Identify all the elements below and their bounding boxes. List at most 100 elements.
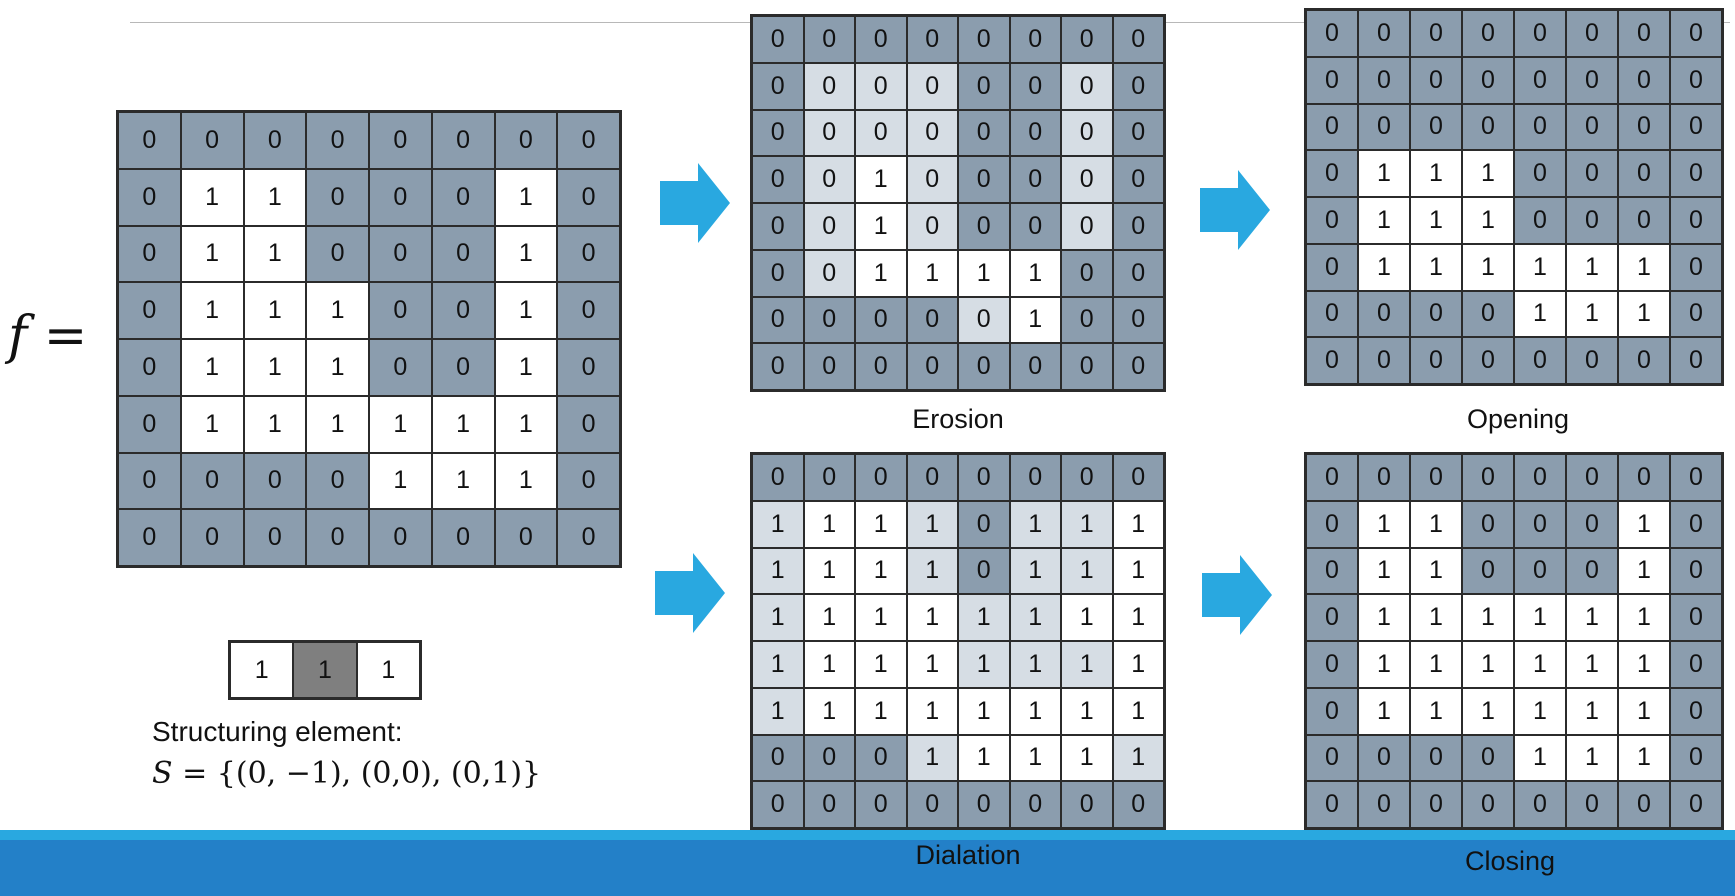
closing-cell-r0-c7: 0 (1670, 454, 1722, 501)
opening-cell-r5-c6: 1 (1618, 243, 1670, 291)
opening-cell-r4-c2: 1 (1410, 197, 1462, 244)
opening-cell-r7-c0: 0 (1306, 337, 1358, 384)
input-cell-r0-c1: 0 (180, 112, 244, 169)
input-cell-r5-c5: 1 (431, 395, 495, 453)
dilation-cell-r1-c1: 1 (803, 500, 855, 548)
opening-cell-r7-c7: 0 (1670, 337, 1722, 384)
closing-cell-r5-c7: 0 (1670, 687, 1722, 735)
dilation-cell-r3-c6: 1 (1061, 594, 1113, 641)
closing-cell-r3-c0: 0 (1306, 594, 1358, 641)
se-cell-1: 1 (293, 642, 357, 698)
footer-band (0, 830, 1735, 896)
input-cell-r5-c7: 0 (557, 395, 620, 453)
opening-cell-r6-c7: 0 (1670, 290, 1722, 338)
structuring-element-formula: S = {(0, −1), (0,0), (0,1)} (152, 756, 541, 791)
dilation-cell-r0-c7: 0 (1112, 454, 1164, 501)
closing-cell-r7-c7: 0 (1670, 781, 1722, 828)
erosion-cell-r1-c6: 0 (1061, 62, 1113, 110)
opening-cell-r6-c5: 1 (1566, 290, 1618, 338)
closing-cell-r2-c1: 1 (1358, 547, 1410, 595)
dilation-cell-r2-c3: 1 (906, 547, 958, 595)
closing-cell-r1-c1: 1 (1358, 500, 1410, 548)
f-symbol: f (8, 306, 28, 366)
erosion-cell-r7-c2: 0 (855, 343, 907, 390)
erosion-cell-r3-c2: 1 (855, 156, 907, 203)
input-cell-r4-c6: 1 (494, 339, 558, 396)
closing-cell-r4-c2: 1 (1410, 641, 1462, 688)
erosion-cell-r5-c4: 1 (958, 249, 1010, 297)
erosion-cell-r6-c3: 0 (906, 296, 958, 344)
dilation-cell-r2-c2: 1 (855, 547, 907, 595)
erosion-cell-r7-c4: 0 (958, 343, 1010, 390)
arrow-to-erosion-icon (660, 163, 730, 243)
closing-cell-r2-c5: 0 (1566, 547, 1618, 595)
opening-cell-r0-c6: 0 (1618, 10, 1670, 57)
input-cell-r4-c2: 1 (243, 339, 307, 396)
opening-cell-r3-c3: 1 (1462, 150, 1514, 197)
closing-cell-r7-c5: 0 (1566, 781, 1618, 828)
opening-cell-r0-c1: 0 (1358, 10, 1410, 57)
opening-cell-r5-c2: 1 (1410, 243, 1462, 291)
input-cell-r4-c0: 0 (118, 339, 181, 396)
erosion-cell-r0-c6: 0 (1061, 16, 1113, 63)
opening-cell-r1-c5: 0 (1566, 56, 1618, 104)
opening-cell-r6-c6: 1 (1618, 290, 1670, 338)
closing-cell-r7-c4: 0 (1514, 781, 1566, 828)
erosion-cell-r2-c7: 0 (1112, 109, 1164, 157)
closing-cell-r5-c0: 0 (1306, 687, 1358, 735)
input-cell-r7-c5: 0 (431, 509, 495, 566)
dilation-cell-r6-c7: 1 (1112, 734, 1164, 782)
input-cell-r7-c0: 0 (118, 509, 181, 566)
opening-cell-r3-c0: 0 (1306, 150, 1358, 197)
dilation-cell-r2-c7: 1 (1112, 547, 1164, 595)
closing-cell-r3-c2: 1 (1410, 594, 1462, 641)
closing-cell-r2-c3: 0 (1462, 547, 1514, 595)
closing-cell-r5-c6: 1 (1618, 687, 1670, 735)
opening-cell-r3-c7: 0 (1670, 150, 1722, 197)
opening-cell-r0-c3: 0 (1462, 10, 1514, 57)
erosion-cell-r1-c3: 0 (906, 62, 958, 110)
closing-cell-r2-c4: 0 (1514, 547, 1566, 595)
dilation-cell-r6-c4: 1 (958, 734, 1010, 782)
dilation-cell-r3-c3: 1 (906, 594, 958, 641)
opening-cell-r0-c2: 0 (1410, 10, 1462, 57)
dilation-cell-r2-c5: 1 (1009, 547, 1061, 595)
closing-cell-r5-c4: 1 (1514, 687, 1566, 735)
opening-cell-r5-c4: 1 (1514, 243, 1566, 291)
dilation-cell-r7-c5: 0 (1009, 781, 1061, 828)
erosion-cell-r1-c5: 0 (1009, 62, 1061, 110)
closing-cell-r6-c2: 0 (1410, 734, 1462, 782)
erosion-cell-r5-c7: 0 (1112, 249, 1164, 297)
erosion-cell-r5-c0: 0 (752, 249, 804, 297)
input-cell-r1-c6: 1 (494, 168, 558, 226)
input-cell-r5-c3: 1 (306, 395, 369, 453)
input-cell-r5-c2: 1 (243, 395, 307, 453)
erosion-cell-r4-c6: 0 (1061, 203, 1113, 250)
erosion-cell-r1-c0: 0 (752, 62, 804, 110)
opening-cell-r0-c7: 0 (1670, 10, 1722, 57)
erosion-cell-r7-c1: 0 (803, 343, 855, 390)
erosion-cell-r3-c3: 0 (906, 156, 958, 203)
input-cell-r7-c6: 0 (494, 509, 558, 566)
input-cell-r1-c3: 0 (306, 168, 369, 226)
erosion-cell-r4-c4: 0 (958, 203, 1010, 250)
dilation-cell-r2-c0: 1 (752, 547, 804, 595)
dilation-cell-r4-c6: 1 (1061, 641, 1113, 688)
dilation-cell-r4-c4: 1 (958, 641, 1010, 688)
opening-cell-r1-c7: 0 (1670, 56, 1722, 104)
opening-cell-r5-c5: 1 (1566, 243, 1618, 291)
erosion-cell-r2-c4: 0 (958, 109, 1010, 157)
formula-body: = {(0, −1), (0,0), (0,1)} (172, 756, 542, 791)
dilation-cell-r7-c6: 0 (1061, 781, 1113, 828)
dilation-cell-r6-c1: 0 (803, 734, 855, 782)
erosion-cell-r2-c1: 0 (803, 109, 855, 157)
dilation-cell-r6-c3: 1 (906, 734, 958, 782)
input-cell-r2-c2: 1 (243, 225, 307, 283)
dilation-cell-r2-c6: 1 (1061, 547, 1113, 595)
erosion-cell-r1-c2: 0 (855, 62, 907, 110)
closing-cell-r1-c0: 0 (1306, 500, 1358, 548)
opening-cell-r6-c0: 0 (1306, 290, 1358, 338)
opening-cell-r1-c4: 0 (1514, 56, 1566, 104)
erosion-cell-r4-c1: 0 (803, 203, 855, 250)
